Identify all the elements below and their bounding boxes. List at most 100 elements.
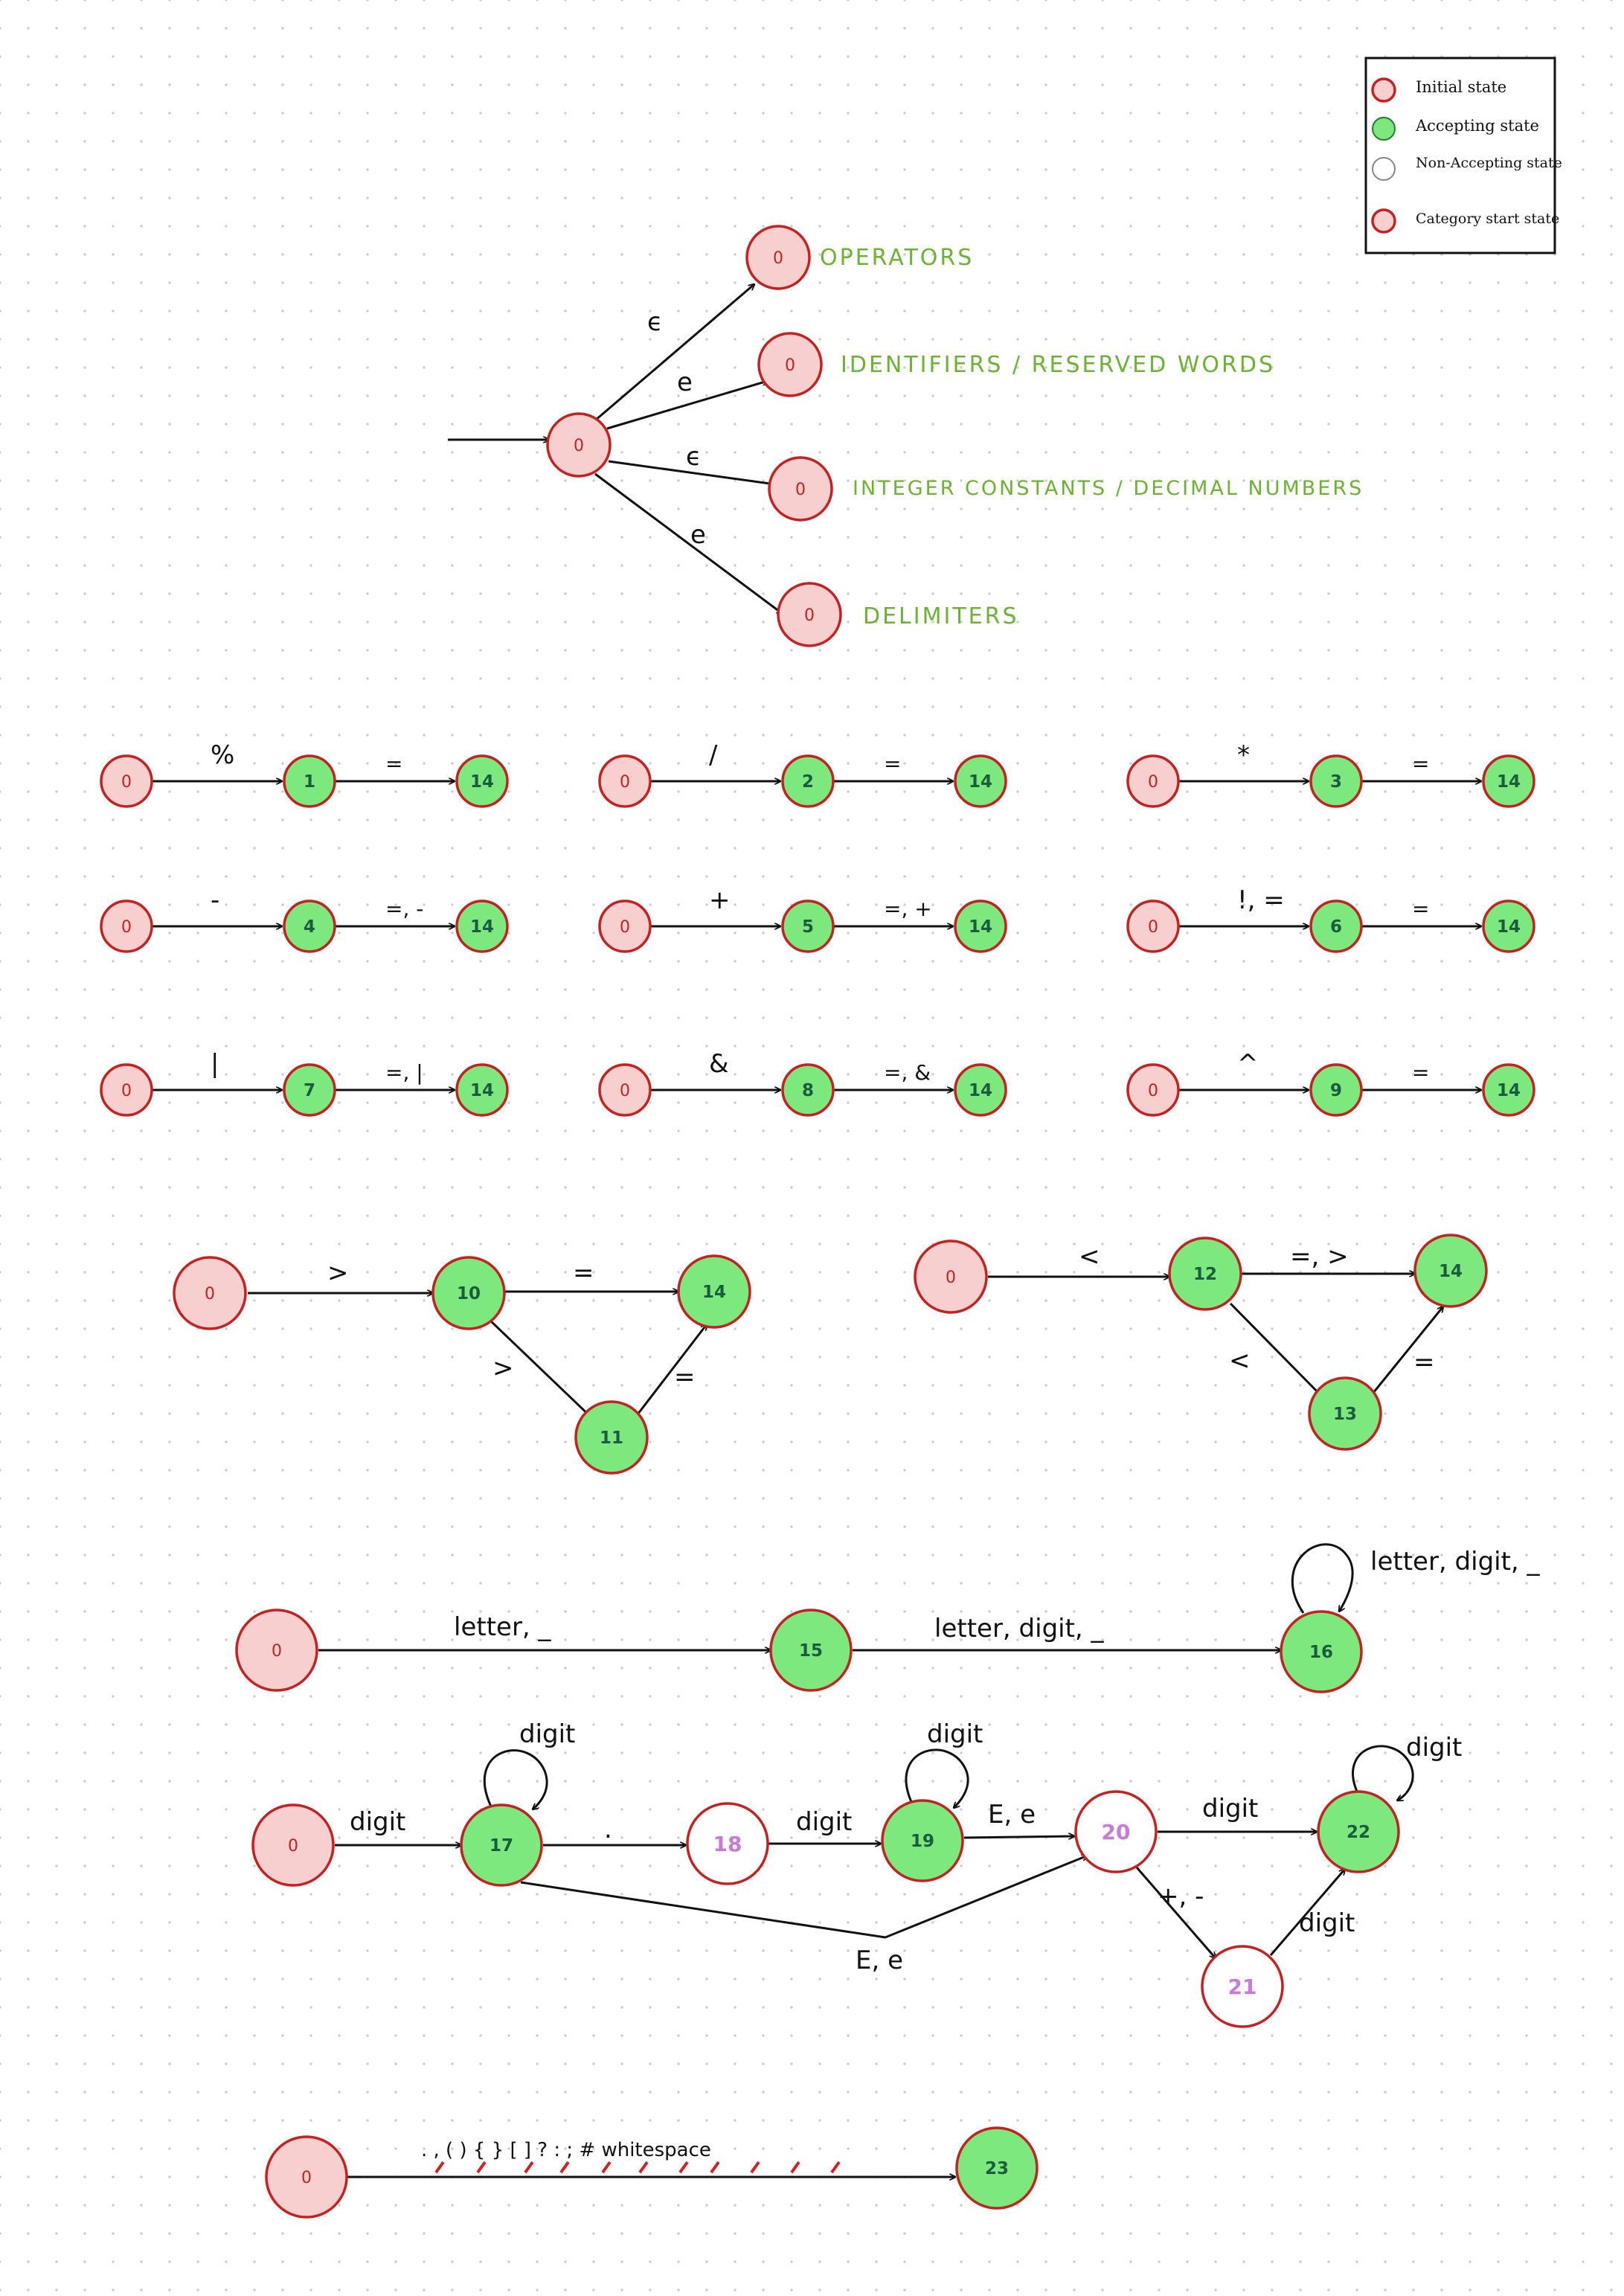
op-8-second-label: =, &	[884, 1060, 931, 1085]
state-20	[1074, 1790, 1158, 1873]
greater-d-label: =	[674, 1362, 696, 1392]
op-6-second-label: =	[1412, 897, 1429, 921]
state-8-label: 8	[802, 1081, 814, 1100]
greater-c-label: >	[492, 1353, 514, 1383]
root-state	[546, 412, 612, 478]
identifier-b-label: letter, digit, _	[934, 1614, 1105, 1644]
edge-11-14	[634, 1324, 707, 1418]
less-d-label: =	[1413, 1347, 1435, 1377]
identifier-a-label: letter, _	[454, 1612, 552, 1642]
state-0	[251, 1803, 335, 1887]
edge-label-identifiers: e	[677, 368, 693, 397]
op-1-second-label: =	[385, 751, 402, 776]
category-start-numbers-label: 0	[795, 481, 806, 499]
less-a-label: <	[1079, 1242, 1100, 1272]
state-20-label: 20	[1102, 1820, 1131, 1844]
number-loop17-label: digit	[519, 1719, 575, 1749]
state-14	[455, 754, 509, 808]
state-14	[455, 1063, 509, 1117]
legend-label-initial: Initial state	[1416, 78, 1506, 96]
op-7-first-label: |	[211, 1049, 219, 1079]
state-14	[1482, 1063, 1535, 1117]
category-start-identifiers	[757, 332, 823, 397]
state-14-label: 14	[470, 772, 494, 792]
state-14	[1413, 1234, 1488, 1308]
category-label-identifiers: IDENTIFIERS / RESERVED WORDS	[841, 352, 1275, 378]
state-0-label: 0	[620, 773, 630, 792]
state-19	[881, 1799, 964, 1882]
state-0-label: 0	[1148, 918, 1158, 937]
state-0-label: 0	[620, 918, 630, 937]
state-19-label: 19	[911, 1832, 934, 1851]
state-14-label: 14	[969, 772, 992, 792]
state-6	[1309, 900, 1363, 953]
number-from21-label: digit	[1299, 1908, 1355, 1938]
legend-swatch-initial	[1371, 77, 1396, 103]
state-0-label: 0	[288, 1837, 298, 1856]
state-21-label: 21	[1228, 1975, 1257, 1999]
op-7-second-label: =, |	[385, 1060, 423, 1085]
loop-17	[483, 1749, 548, 1809]
state-0-label: 0	[121, 918, 132, 937]
category-start-numbers	[768, 456, 833, 522]
root-state-label: 0	[574, 437, 584, 455]
state-0	[598, 1063, 652, 1117]
op-8-first-label: &	[709, 1049, 729, 1079]
state-0-label: 0	[1148, 773, 1158, 792]
edge-label-delimiters: e	[690, 520, 706, 550]
greater-operator-dfa: > = > = 0 10 14 11	[173, 1254, 751, 1475]
state-10-label: 10	[457, 1284, 481, 1303]
state-10	[431, 1256, 506, 1330]
less-operator-dfa: < =, > < = 0 12 14 13	[914, 1234, 1488, 1451]
state-12	[1168, 1237, 1242, 1311]
legend-swatch-accepting	[1372, 117, 1396, 141]
op-4-first-label: -	[211, 885, 219, 915]
state-14	[1482, 900, 1535, 953]
state-15	[769, 1609, 853, 1692]
state-14-label: 14	[470, 917, 494, 937]
state-14-label: 14	[1497, 772, 1521, 792]
state-0-label: 0	[121, 773, 132, 792]
less-c-label: <	[1229, 1346, 1251, 1376]
state-14	[954, 1063, 1007, 1117]
state-14-label: 14	[969, 917, 992, 937]
loop-19	[905, 1748, 969, 1808]
state-4-label: 4	[304, 917, 315, 937]
number-to20-label: E, e	[988, 1800, 1036, 1830]
state-14	[954, 900, 1007, 953]
state-14-label: 14	[470, 1081, 494, 1100]
op-9-first-label: ^	[1237, 1049, 1259, 1079]
edge-20-21	[1135, 1867, 1216, 1958]
number-loop22-label: digit	[1406, 1733, 1462, 1763]
identifier-dfa: letter, _ letter, digit, _ letter, digit…	[235, 1543, 1541, 1693]
state-0-label: 0	[946, 1269, 956, 1287]
state-0	[1126, 1063, 1180, 1117]
state-14-label: 14	[1439, 1262, 1463, 1281]
state-16	[1280, 1610, 1363, 1693]
state-0-label: 0	[121, 1082, 132, 1100]
state-0	[265, 2135, 348, 2219]
state-0-label: 0	[301, 2169, 312, 2187]
state-0	[914, 1240, 988, 1314]
edge-to-operators	[594, 284, 754, 422]
state-14-label: 14	[1497, 1081, 1521, 1100]
state-6-label: 6	[1330, 917, 1342, 937]
state-12-label: 12	[1193, 1265, 1217, 1284]
edge-to-numbers	[608, 460, 775, 484]
number-dot-label: .	[604, 1815, 612, 1844]
edge-label-numbers: ϵ	[686, 442, 702, 472]
category-label-operators: OPERATORS	[820, 245, 974, 271]
state-21	[1201, 1945, 1284, 2028]
state-0-label: 0	[205, 1285, 215, 1303]
category-label-delimiters: DELIMITERS	[863, 603, 1019, 629]
state-11	[574, 1400, 649, 1475]
state-15-label: 15	[799, 1641, 823, 1661]
state-3	[1309, 754, 1363, 808]
edge-to-delimiters	[594, 472, 783, 614]
state-14-label: 14	[702, 1283, 726, 1302]
state-0	[1126, 900, 1180, 953]
category-start-delimiters	[777, 582, 842, 647]
